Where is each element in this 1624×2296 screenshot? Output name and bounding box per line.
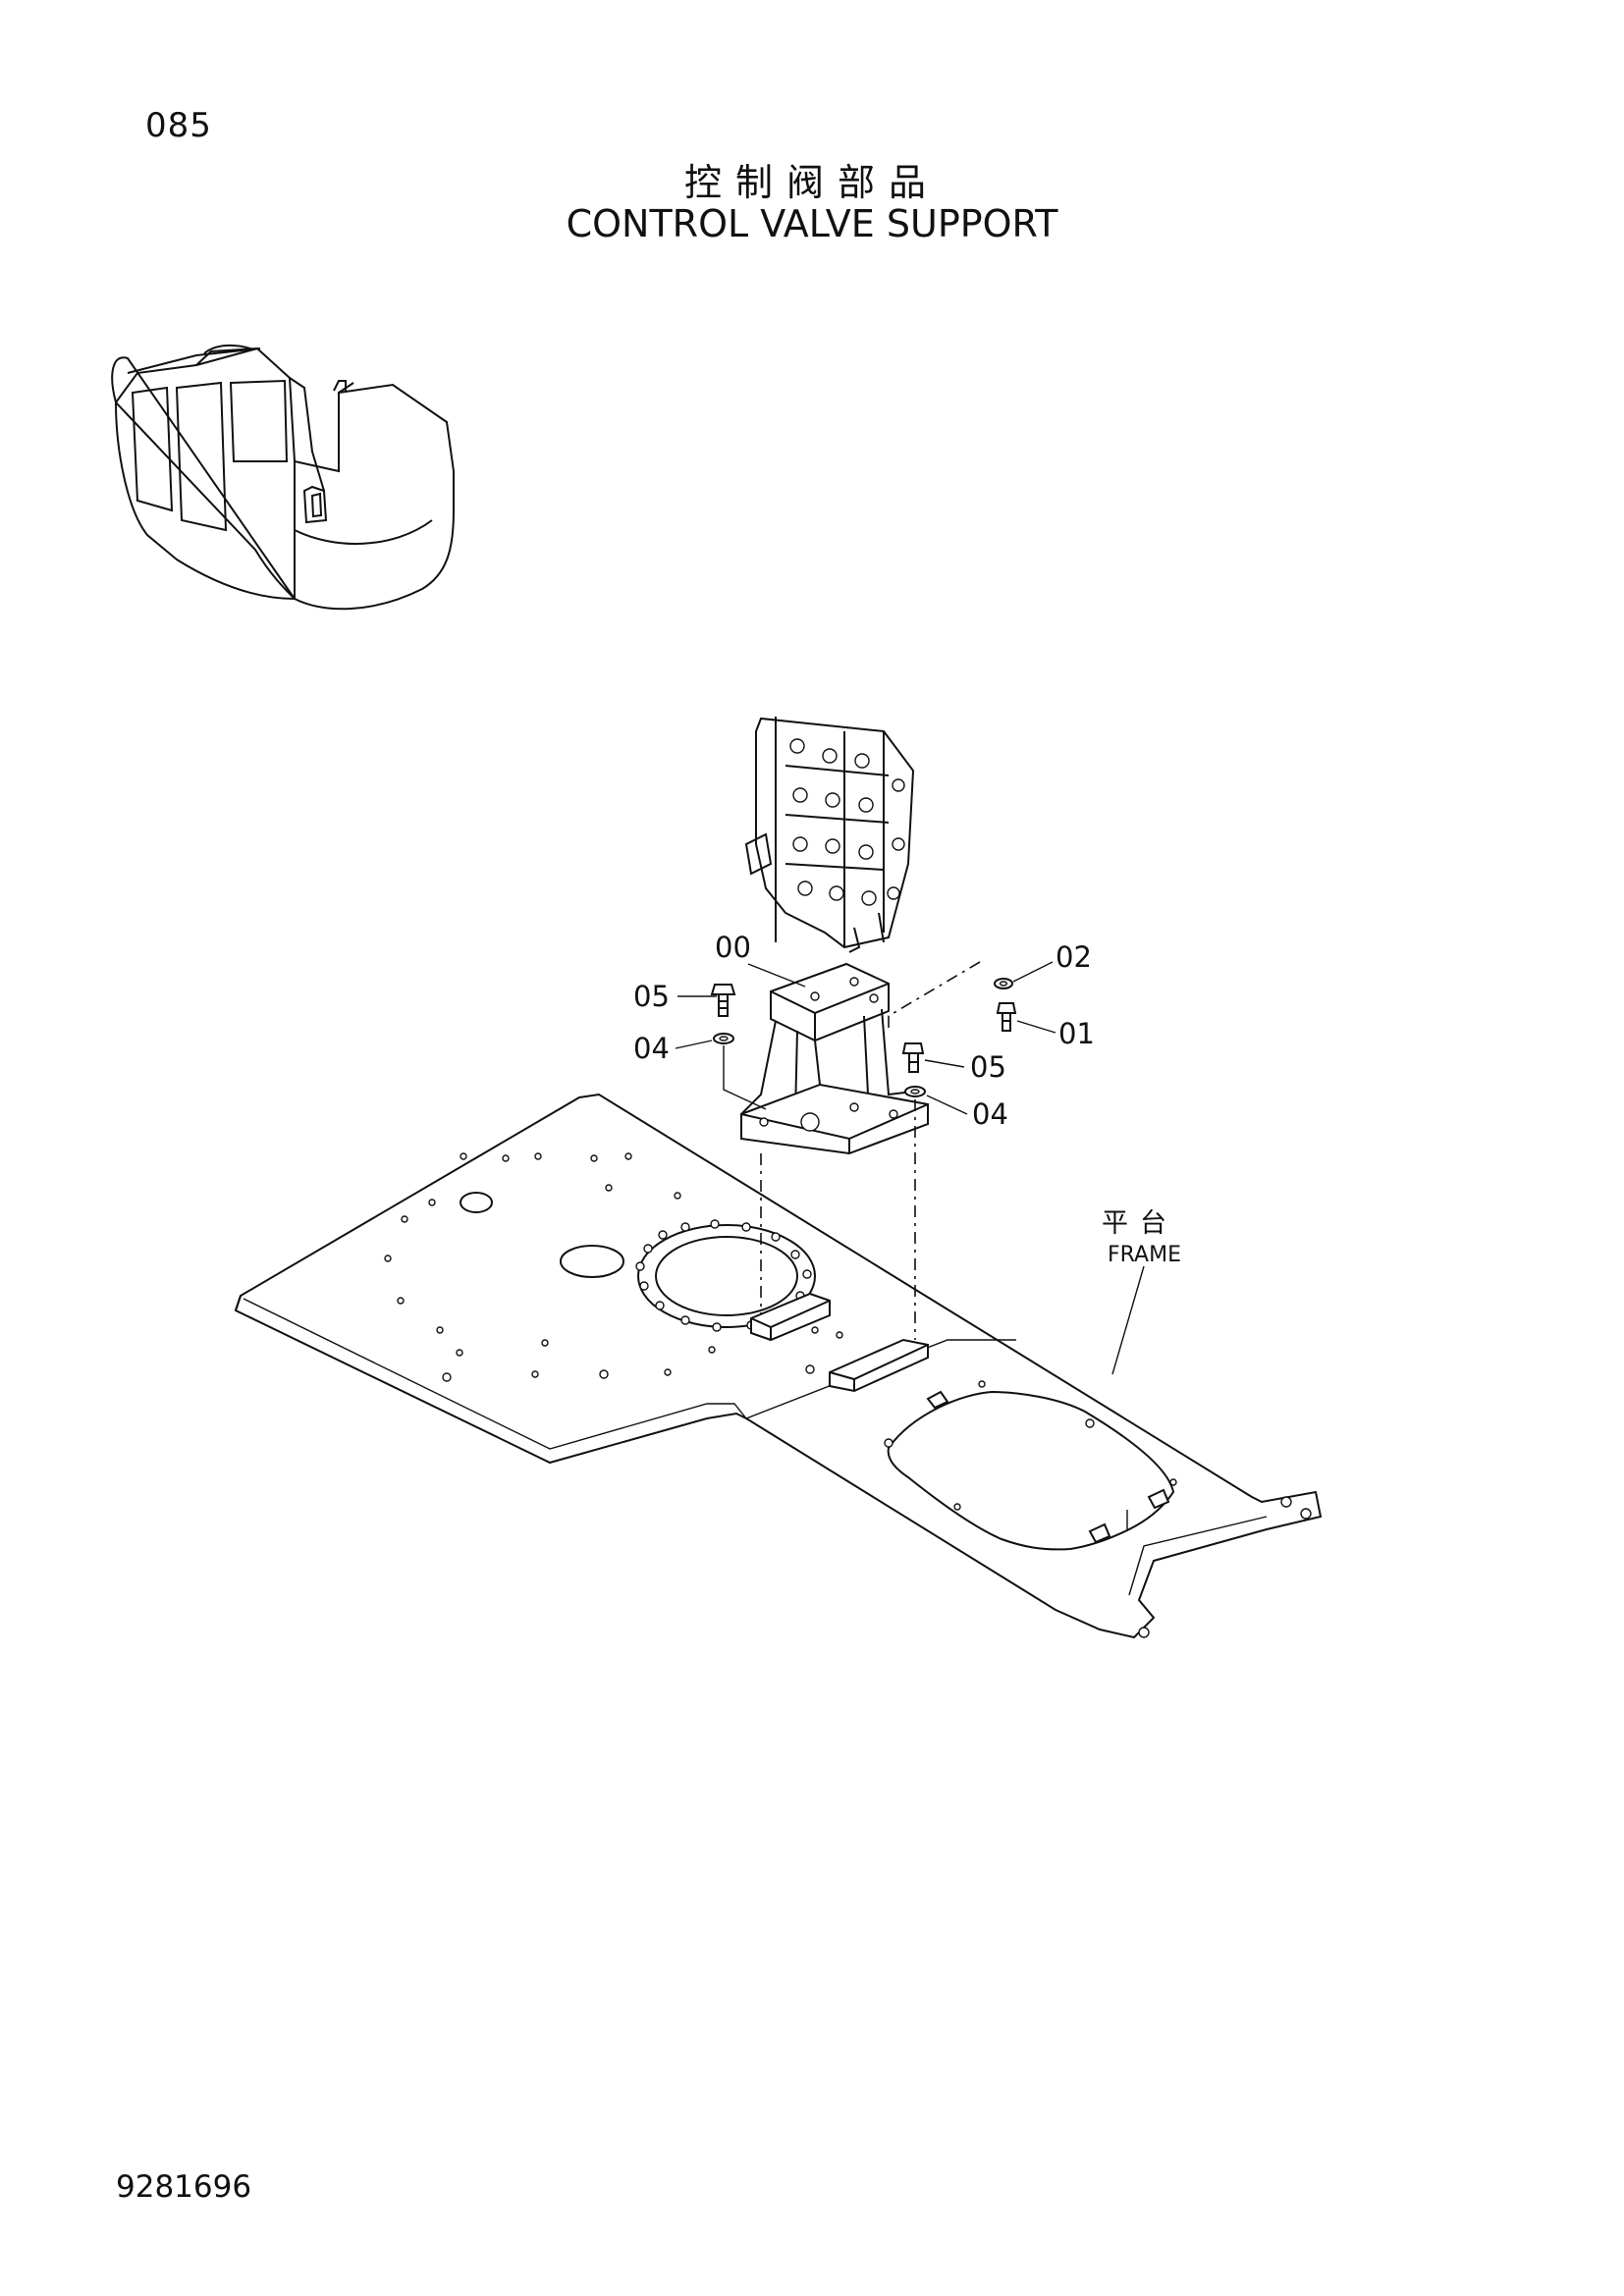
page-title-chinese: 控制阀部品 <box>683 161 940 204</box>
document-number: 9281696 <box>116 2169 252 2205</box>
page-number: 085 <box>145 106 212 145</box>
frame-label-chinese: 平台 <box>1102 1208 1178 1239</box>
leader-lines <box>675 961 1145 1375</box>
frame-label-english: FRAME <box>1108 1243 1181 1267</box>
callout-04-left: 04 <box>633 1032 670 1065</box>
callout-05-right: 05 <box>970 1050 1006 1084</box>
washer-02 <box>994 978 1013 989</box>
washer-04-left <box>713 1033 734 1044</box>
frame-platform <box>234 1093 1323 1639</box>
washer-04-right <box>904 1086 926 1097</box>
callout-05-left: 05 <box>633 980 670 1013</box>
bolt-05-right <box>901 1042 925 1073</box>
callout-04-right: 04 <box>972 1097 1008 1131</box>
control-valve-assembly <box>744 717 915 953</box>
callout-02: 02 <box>1056 940 1092 974</box>
bolt-01 <box>996 1002 1017 1032</box>
callout-00: 00 <box>715 931 751 964</box>
bolt-05-left <box>710 984 736 1017</box>
callout-01: 01 <box>1058 1017 1095 1050</box>
excavator-overview-illustration <box>111 344 455 611</box>
page-title-english: CONTROL VALVE SUPPORT <box>566 202 1058 245</box>
valve-support-bracket <box>740 962 929 1155</box>
